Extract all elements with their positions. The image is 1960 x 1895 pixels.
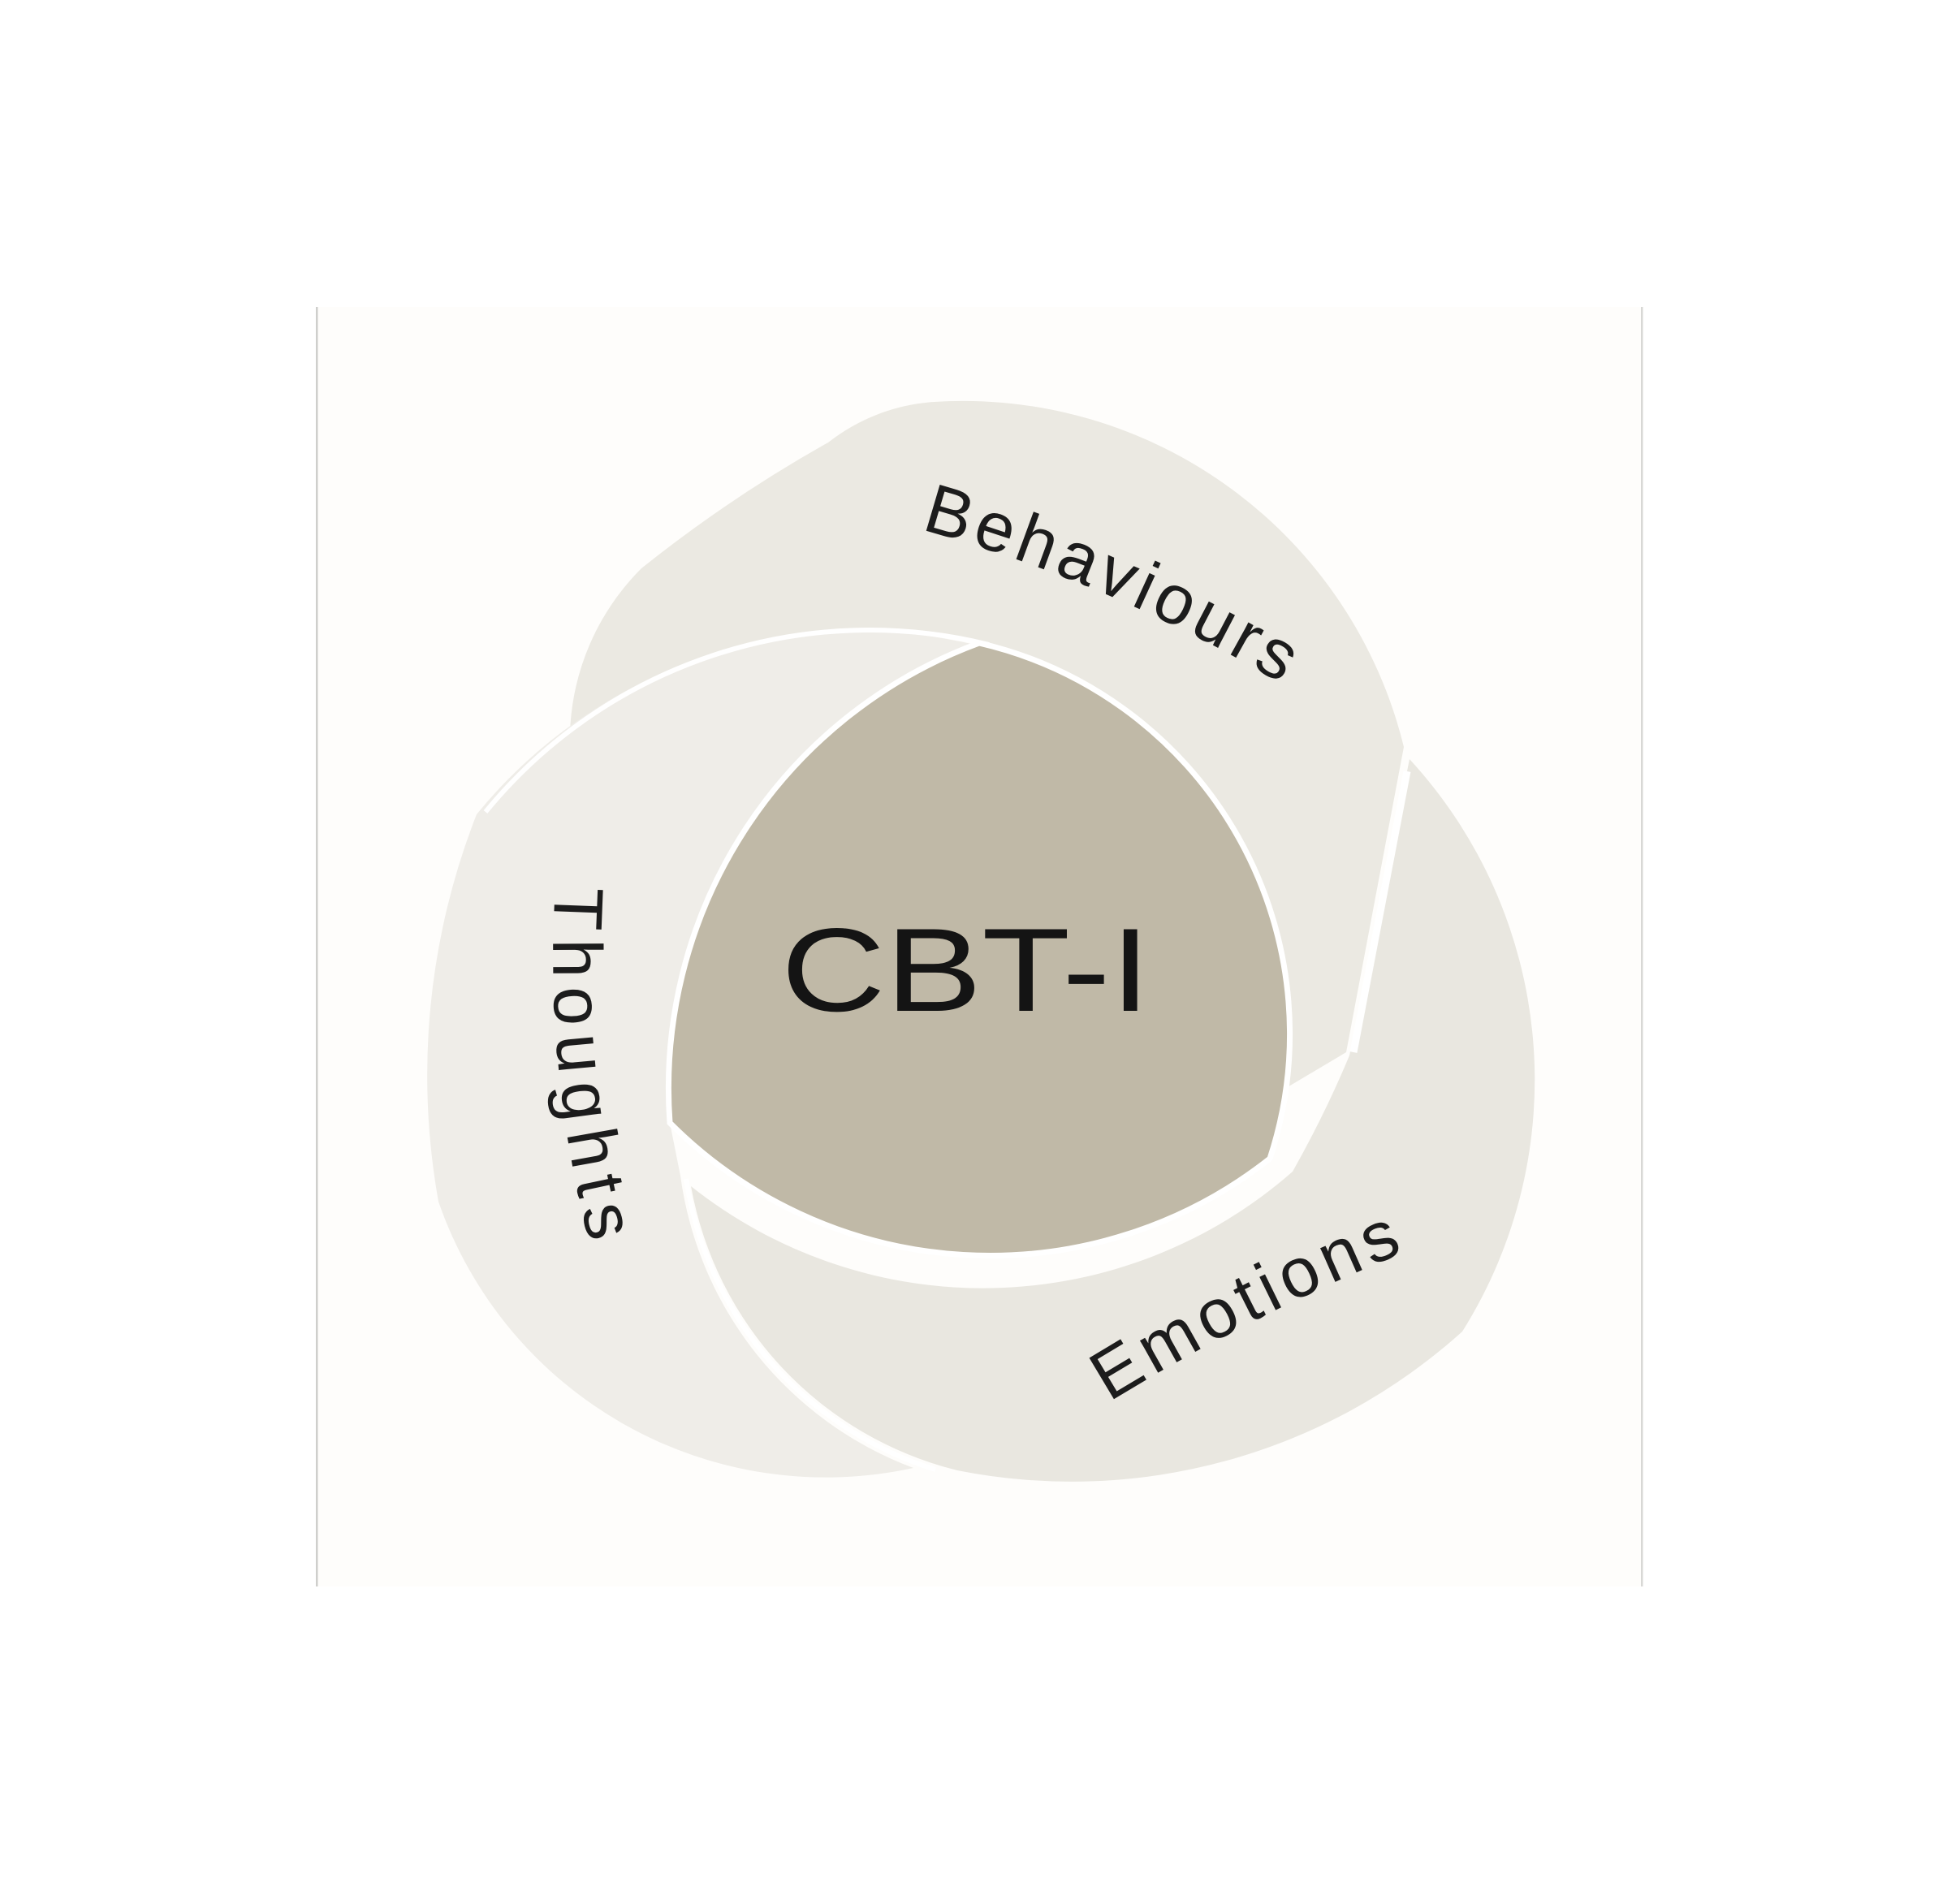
svg-text:CBT-I: CBT-I [781, 904, 1151, 1036]
